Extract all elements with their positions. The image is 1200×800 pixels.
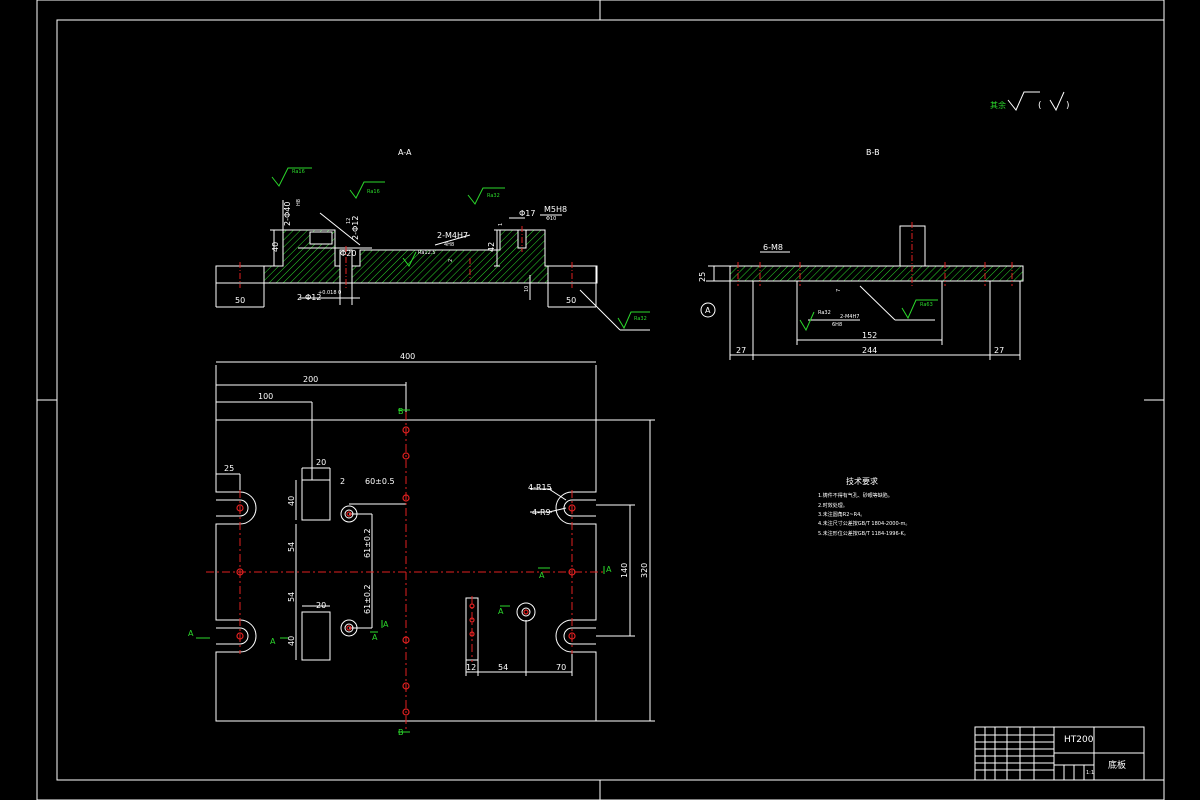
section-bb-roughness-symbols bbox=[799, 299, 938, 332]
roughness-ra16-top: Ra16 bbox=[292, 169, 305, 175]
aa-dim-40: 40 bbox=[271, 242, 280, 252]
section-bb-title: B-B bbox=[866, 148, 880, 157]
plan-marker-b-top: B bbox=[398, 407, 404, 416]
plan-marker-a-right: A bbox=[606, 565, 612, 574]
general-roughness-paren-open: ( bbox=[1038, 101, 1042, 111]
bb-dim-6h8: 6H8 bbox=[832, 322, 842, 328]
aa-dim-50-left: 50 bbox=[235, 296, 245, 305]
title-scale: 1:1 bbox=[1086, 770, 1094, 776]
aa-dim-m5h8: M5H8 bbox=[544, 205, 567, 214]
bb-roughness-ra32: Ra32 bbox=[818, 310, 831, 316]
plan-dim-2: 2 bbox=[340, 477, 345, 486]
aa-dim-2m4h7-sub: 4H8 bbox=[444, 242, 454, 248]
plan-section-arrows bbox=[196, 409, 605, 733]
aa-dim-2phi12: 2-Φ12 bbox=[351, 216, 360, 240]
plan-dim-100: 100 bbox=[258, 392, 273, 401]
title-material: HT200 bbox=[1064, 735, 1094, 745]
bb-dim-244: 244 bbox=[862, 346, 877, 355]
section-aa-title: A-A bbox=[398, 148, 412, 157]
plan-marker-a-small: A bbox=[383, 620, 389, 629]
plan-dim-320: 320 bbox=[640, 563, 649, 578]
notes-item-1: 1.铸件不得有气孔、砂眼等缺陷。 bbox=[818, 492, 893, 499]
roughness-ra125: Ra12.5 bbox=[418, 250, 436, 256]
section-aa-body bbox=[215, 229, 598, 284]
section-bb-body bbox=[729, 265, 1024, 282]
section-aa-roughness-symbols bbox=[271, 167, 650, 330]
aa-dim-2phi12-bottom: 2-Φ12 bbox=[297, 293, 321, 302]
title-block bbox=[974, 726, 1145, 781]
roughness-ra32-top: Ra32 bbox=[487, 193, 500, 199]
aa-dim-1: 1 bbox=[498, 223, 504, 226]
roughness-ra16-mid: Ra16 bbox=[367, 189, 380, 195]
aa-dim-50-right: 50 bbox=[566, 296, 576, 305]
plan-view bbox=[215, 361, 655, 722]
plan-holes bbox=[236, 426, 576, 716]
plan-dim-4r9: 4-R9 bbox=[532, 508, 551, 517]
plan-dim-40-bot: 40 bbox=[287, 636, 296, 646]
notes-item-5: 5.未注形位公差按GB/T 1184-1996-K。 bbox=[818, 530, 909, 537]
roughness-ra32-right: Ra32 bbox=[634, 316, 647, 322]
plan-dim-4r15: 4-R15 bbox=[528, 483, 552, 492]
plan-dim-614-top: 61±0.2 bbox=[363, 528, 372, 558]
bb-dim-27-right: 27 bbox=[994, 346, 1004, 355]
plan-marker-a-box2: A bbox=[270, 637, 276, 646]
aa-dim-42: 42 bbox=[487, 242, 496, 252]
bb-dim-25: 25 bbox=[698, 272, 707, 282]
aa-dim-tolerance: +0.018 0 bbox=[318, 290, 341, 296]
aa-dim-phi17: Φ17 bbox=[519, 209, 535, 218]
notes-item-4: 4.未注尺寸公差按GB/T 1804-2000-m。 bbox=[818, 520, 910, 527]
plan-marker-a-left: A bbox=[188, 629, 194, 638]
aa-dim-m5h8-sub: Φ10 bbox=[546, 216, 556, 222]
plan-marker-b-bottom: B bbox=[398, 728, 404, 737]
notes-title: 技术要求 bbox=[846, 476, 878, 486]
aa-dim-2: 2 bbox=[448, 259, 454, 262]
plan-dim-60: 60±0.5 bbox=[365, 477, 395, 486]
section-bb bbox=[700, 222, 1024, 360]
plan-marker-a-box3: A bbox=[498, 607, 504, 616]
general-roughness-paren-close: ) bbox=[1066, 101, 1070, 111]
aa-dim-12: 12 bbox=[346, 218, 352, 224]
aa-dim-10: 10 bbox=[524, 286, 530, 292]
plan-dim-200: 200 bbox=[303, 375, 318, 384]
plan-dim-54-bot: 54 bbox=[287, 592, 296, 602]
general-roughness-prefix: 其余 bbox=[990, 100, 1006, 110]
bb-datum-a: A bbox=[705, 306, 711, 315]
aa-dim-phi20: Φ20 bbox=[340, 249, 356, 258]
general-roughness-symbol bbox=[1007, 91, 1065, 112]
notes-item-2: 2.时效处理。 bbox=[818, 502, 848, 509]
plan-dim-25: 25 bbox=[224, 464, 234, 473]
plan-dim-20-top: 20 bbox=[316, 458, 326, 467]
plan-dim-12: 12 bbox=[466, 663, 476, 672]
bb-dim-7: 7 bbox=[836, 289, 842, 292]
bb-dim-2m4h7: 2-M4H7 bbox=[840, 314, 859, 320]
bb-dim-152: 152 bbox=[862, 331, 877, 340]
aa-dim-2phi40: 2-Φ40 bbox=[283, 202, 292, 226]
drawing-frame bbox=[36, 0, 1165, 800]
plan-marker-a-center: A bbox=[539, 571, 545, 580]
plan-dim-70: 70 bbox=[556, 663, 566, 672]
plan-dim-140: 140 bbox=[620, 563, 629, 578]
plan-dim-54-bottom: 54 bbox=[498, 663, 508, 672]
title-part-name: 底板 bbox=[1108, 759, 1126, 771]
datum-a-circle bbox=[700, 302, 716, 318]
plan-dim-400: 400 bbox=[400, 352, 415, 361]
section-aa bbox=[215, 200, 650, 331]
plan-dim-20-bot: 20 bbox=[316, 601, 326, 610]
notes-item-3: 3.未注圆角R2~R4。 bbox=[818, 511, 865, 518]
plan-dim-54-top: 54 bbox=[287, 542, 296, 552]
aa-dim-h8: H8 bbox=[296, 199, 302, 206]
bb-dim-27-left: 27 bbox=[736, 346, 746, 355]
aa-dim-2m4h7: 2-M4H7 bbox=[437, 231, 468, 240]
plan-centerlines bbox=[206, 412, 606, 730]
plan-dim-614-bot: 61±0.2 bbox=[363, 584, 372, 614]
bb-roughness-ra63: Ra63 bbox=[920, 302, 933, 308]
plan-marker-a-box1: A bbox=[372, 633, 378, 642]
plan-dim-40-top: 40 bbox=[287, 496, 296, 506]
bb-dim-6m8: 6-M8 bbox=[763, 243, 783, 252]
